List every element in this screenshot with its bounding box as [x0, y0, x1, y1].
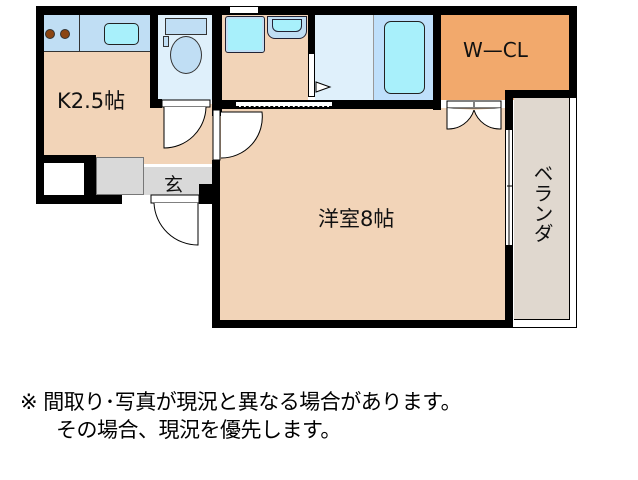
wall-western-left	[212, 160, 220, 328]
bathtub-icon	[384, 21, 425, 94]
wall-closet-right	[569, 6, 577, 98]
wash-basin-bowl	[272, 19, 302, 32]
door-swings	[150, 81, 512, 246]
wall-washroom-bath	[308, 6, 315, 53]
wall-bottom-left	[36, 195, 122, 204]
western-room-label: 洋室8帖	[318, 207, 395, 231]
storage-box	[44, 163, 84, 195]
walk-in-closet-label: W—CL	[463, 38, 528, 62]
wall-storage-top	[36, 155, 96, 163]
room-western	[220, 108, 505, 320]
wall-top	[36, 6, 577, 15]
closet-door-swing-right	[473, 108, 502, 130]
stove-burner-icon	[60, 29, 70, 39]
western-door	[212, 109, 221, 161]
wall-western-bottom	[212, 320, 513, 328]
closet-lower	[441, 90, 505, 100]
wall-closet-bottom	[505, 90, 577, 98]
toilet-handle	[163, 36, 169, 47]
stove-burner-icon	[45, 29, 55, 39]
wall-left	[36, 6, 44, 204]
window-washroom	[230, 6, 258, 14]
room-walk-in-closet	[441, 14, 569, 100]
toilet-tank	[165, 18, 207, 35]
entrance-door	[150, 194, 200, 204]
wall-storage-right	[84, 155, 96, 199]
kitchen-label: K2.5帖	[57, 89, 126, 113]
veranda-outline	[513, 98, 577, 328]
toilet-door-swing	[163, 106, 207, 149]
counter-divider	[79, 14, 80, 52]
wall-kitchen-toilet	[150, 6, 158, 108]
washing-machine	[225, 16, 265, 53]
veranda-label-text: ベランダ	[530, 163, 554, 243]
toilet-bowl-icon	[170, 36, 202, 74]
toilet-door	[161, 99, 211, 108]
sliding-door-washroom	[236, 101, 332, 107]
wall-western-right-top	[505, 90, 513, 130]
wall-toilet-washroom	[212, 6, 222, 116]
disclaimer-line-1: ※ 間取り･写真が現況と異なる場合があります。	[20, 390, 462, 414]
entrance-label: 玄	[164, 174, 184, 196]
disclaimer-line-2: その場合、現況を優先します。	[56, 418, 341, 442]
bath-door	[308, 53, 315, 97]
wall-western-right-bottom	[505, 245, 513, 328]
veranda-label: ベランダ	[529, 163, 554, 249]
shoe-storage	[96, 157, 144, 195]
closet-door-swing-left	[446, 108, 475, 130]
western-door-swing	[220, 111, 263, 159]
wall-bath-closet	[433, 6, 441, 110]
floor-plan: W—CL 洋室8帖 ベランダ K2.5帖 玄	[36, 6, 577, 328]
room-veranda	[514, 98, 570, 320]
wall-entrance-corner	[199, 184, 220, 204]
wall-toilet-bottom	[150, 99, 162, 108]
kitchen-sink	[104, 23, 139, 45]
entrance-door-swing	[153, 202, 199, 246]
